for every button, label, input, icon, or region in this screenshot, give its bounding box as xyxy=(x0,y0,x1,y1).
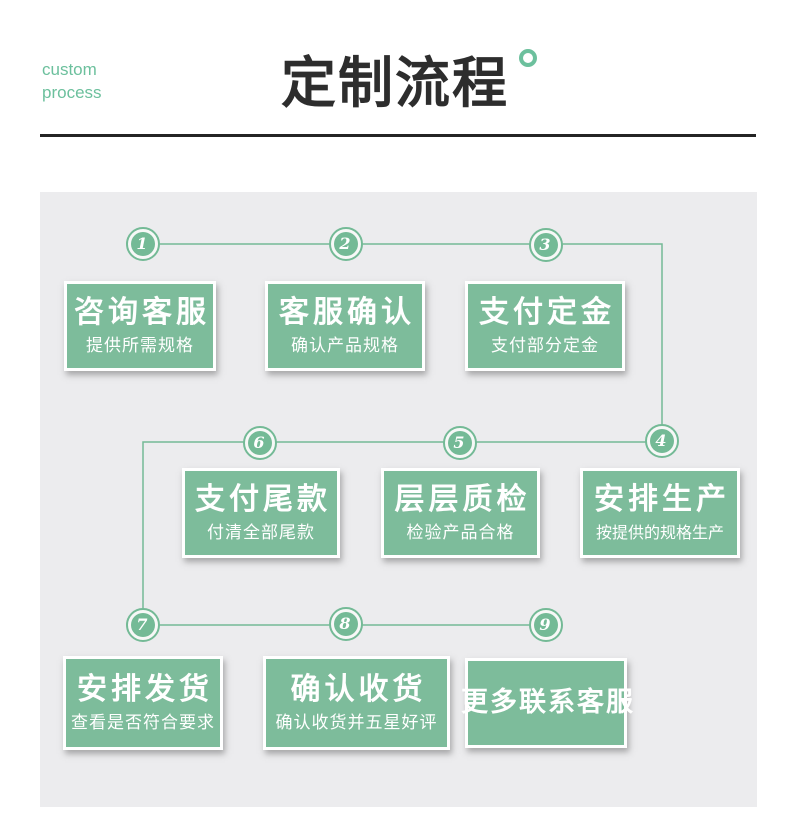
tagline-line1: custom xyxy=(42,60,97,79)
ring-icon xyxy=(519,49,537,67)
step-box-quality-check: 层层质检 检验产品合格 xyxy=(381,468,540,558)
step-title: 咨询客服 xyxy=(74,295,210,329)
header-tagline: custom process xyxy=(42,58,102,104)
connector-line xyxy=(142,243,663,626)
step-box-contact-more: 更多联系客服 xyxy=(461,658,633,748)
step-number: 4 xyxy=(650,429,674,453)
step-title: 支付尾款 xyxy=(195,482,331,516)
header-divider xyxy=(40,134,756,137)
step-box-production: 安排生产 按提供的规格生产 xyxy=(580,468,740,558)
step-badge-9: 9 xyxy=(529,608,563,642)
step-badge-7: 7 xyxy=(126,608,160,642)
step-subtitle: 检验产品合格 xyxy=(406,523,515,543)
step-box-deposit: 支付定金 支付部分定金 xyxy=(465,281,625,371)
step-box-receive: 确认收货 确认收货并五星好评 xyxy=(263,656,450,750)
step-title: 支付定金 xyxy=(479,295,615,329)
step-title: 客服确认 xyxy=(279,295,415,329)
step-badge-4: 4 xyxy=(645,424,679,458)
step-box-shipping: 安排发货 查看是否符合要求 xyxy=(63,656,223,750)
step-badge-6: 6 xyxy=(243,426,277,460)
step-subtitle: 确认收货并五星好评 xyxy=(275,713,438,733)
step-subtitle: 查看是否符合要求 xyxy=(71,713,215,733)
step-subtitle: 支付部分定金 xyxy=(491,336,599,356)
step-badge-3: 3 xyxy=(529,228,563,262)
step-number: 9 xyxy=(534,613,558,637)
step-number: 2 xyxy=(334,232,358,256)
step-title: 确认收货 xyxy=(290,672,427,706)
step-subtitle: 确认产品规格 xyxy=(291,336,399,356)
step-number: 6 xyxy=(248,431,272,455)
step-subtitle: 提供所需规格 xyxy=(86,336,194,356)
step-number: 1 xyxy=(131,232,155,256)
page-title: 定制流程 xyxy=(280,52,509,114)
step-number: 7 xyxy=(131,613,155,637)
step-badge-5: 5 xyxy=(443,426,477,460)
step-title: 更多联系客服 xyxy=(461,687,635,718)
step-subtitle: 付清全部尾款 xyxy=(207,523,315,543)
step-number: 3 xyxy=(534,233,558,257)
step-box-final-payment: 支付尾款 付清全部尾款 xyxy=(182,468,340,558)
step-number: 5 xyxy=(448,431,472,455)
tagline-line2: process xyxy=(42,83,102,102)
step-number: 8 xyxy=(334,612,358,636)
step-badge-1: 1 xyxy=(126,227,160,261)
flow-panel: 1 2 3 4 5 6 7 8 9 咨询客服 提供所需规格 客服确认 确认产品规… xyxy=(40,192,757,807)
step-badge-8: 8 xyxy=(329,607,363,641)
step-title: 安排生产 xyxy=(594,483,730,517)
step-title: 层层质检 xyxy=(394,482,531,516)
step-box-consult: 咨询客服 提供所需规格 xyxy=(64,281,216,371)
step-title: 安排发货 xyxy=(77,672,213,706)
step-subtitle: 按提供的规格生产 xyxy=(595,524,724,542)
step-badge-2: 2 xyxy=(329,227,363,261)
step-box-confirm-spec: 客服确认 确认产品规格 xyxy=(265,281,425,371)
